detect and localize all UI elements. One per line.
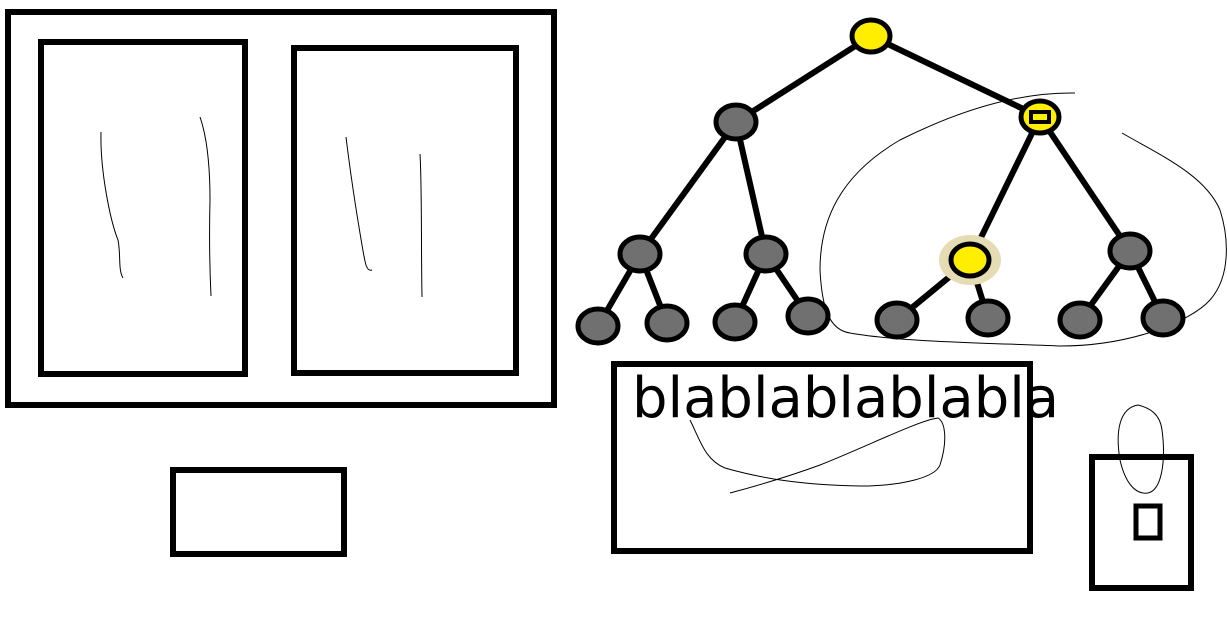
mouse-button — [1133, 503, 1163, 541]
mouse-body — [1089, 454, 1194, 591]
tree-node-root — [849, 17, 893, 55]
node-circle — [575, 306, 621, 346]
node-circle — [849, 17, 893, 55]
right-window-pane — [291, 45, 519, 376]
tree-edge — [733, 121, 769, 255]
tree-node-level3-7 — [1057, 300, 1103, 340]
tree-node-level3-4 — [785, 296, 831, 336]
tree-edge — [734, 33, 873, 125]
tree-node-level3-1 — [575, 306, 621, 346]
monitor-frame — [5, 9, 557, 408]
tree-node-level2-3 — [939, 235, 1001, 285]
node-circle — [785, 296, 831, 336]
node-circle — [965, 298, 1011, 338]
tree-nodes — [575, 17, 1186, 346]
lasso-curves — [819, 92, 1227, 347]
tree-node-level2-2 — [743, 234, 789, 274]
tree-node-level2-4 — [1107, 231, 1153, 271]
tree-node-level3-8 — [1140, 298, 1186, 338]
left-window-pane — [38, 39, 248, 377]
text-box: blablablablabla — [611, 361, 1059, 554]
mouse-cable — [1117, 404, 1164, 494]
tree-node-level3-5 — [874, 300, 920, 340]
tree-edge — [637, 120, 739, 256]
tree-edge — [1037, 115, 1133, 253]
tree-node-level2-1 — [617, 234, 663, 274]
tree-edges — [595, 33, 1166, 328]
text-box-scribble — [689, 417, 946, 494]
lasso-loop — [819, 92, 1227, 347]
text-box-frame — [611, 361, 1033, 554]
right-pane-stroke-2 — [419, 153, 423, 298]
node-circle — [1057, 300, 1103, 340]
node-circle — [874, 300, 920, 340]
node-circle — [1107, 231, 1153, 271]
monitor-stand — [170, 467, 347, 557]
node-circle — [712, 302, 758, 342]
tree-node-level3-2 — [644, 303, 690, 343]
node-circle — [644, 303, 690, 343]
node-circle — [743, 234, 789, 274]
tree-edge — [869, 33, 1042, 120]
tree-node-level3-3 — [712, 302, 758, 342]
tree-edge — [967, 115, 1043, 262]
node-circle — [1018, 98, 1062, 136]
tree-node-level1-1 — [713, 102, 759, 142]
tree-node-level1-2 — [1018, 98, 1062, 136]
right-pane-stroke-1 — [345, 136, 373, 271]
tree-node-level3-6 — [965, 298, 1011, 338]
node-circle — [1140, 298, 1186, 338]
text-box-label: blablablablabla — [632, 366, 1059, 431]
node-circle — [617, 234, 663, 274]
left-pane-stroke-1 — [100, 131, 124, 279]
node-circle — [713, 102, 759, 142]
left-pane-stroke-2 — [199, 116, 212, 297]
mouse-sketch — [1089, 404, 1194, 591]
node-marker — [1029, 110, 1051, 124]
monitor-sketch — [5, 9, 557, 557]
node-circle — [948, 241, 992, 279]
